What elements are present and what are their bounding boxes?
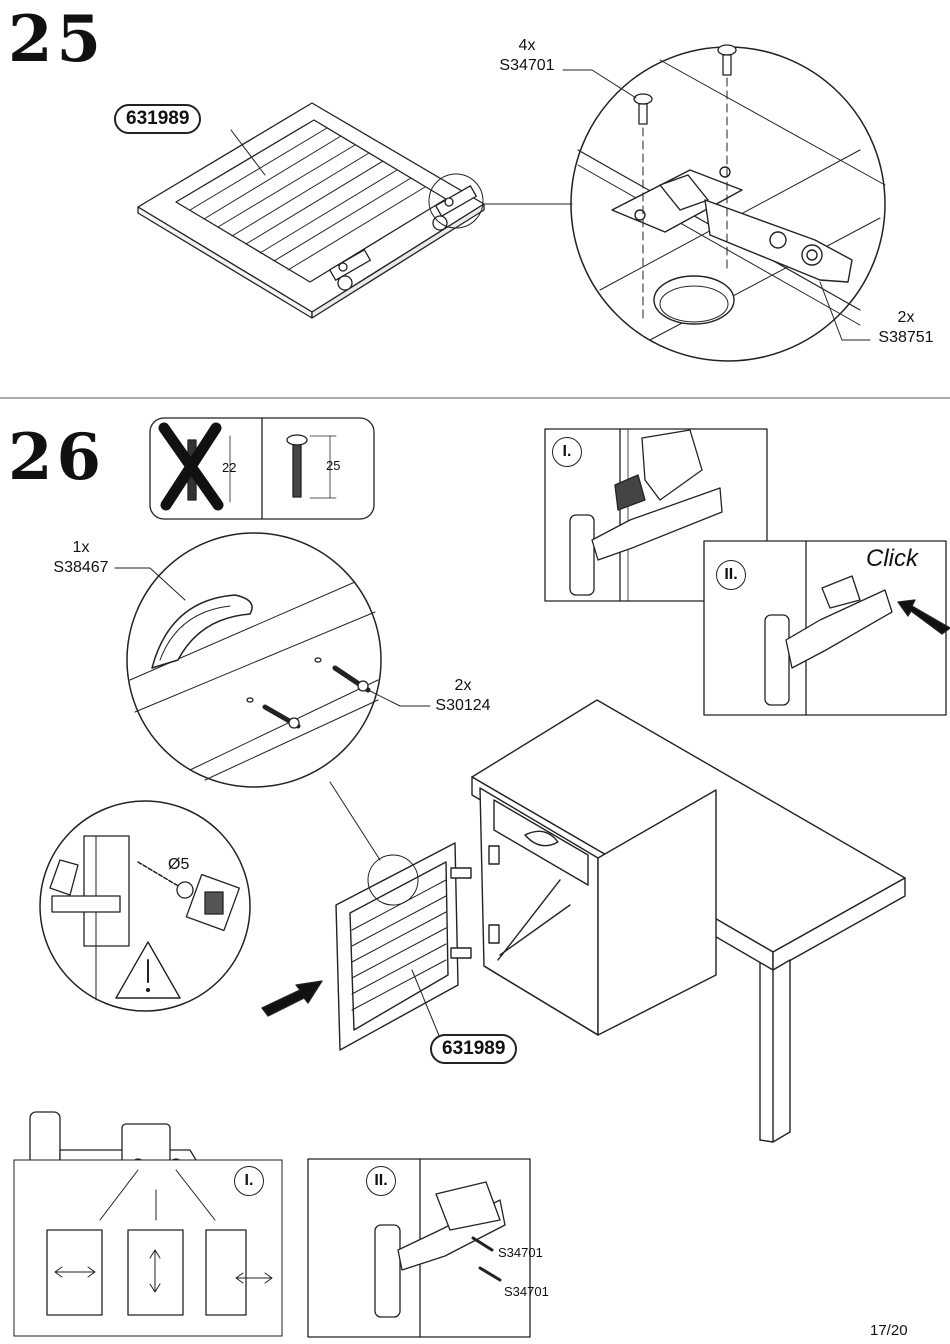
- hinge-code: S38751: [878, 329, 934, 346]
- handle-S38467: [151, 594, 253, 669]
- hinge-mount-drawing: [307, 1158, 531, 1338]
- push-arrow: [261, 980, 323, 1017]
- handle-code: S38467: [53, 559, 109, 576]
- push-arrow-click: [897, 599, 950, 635]
- desk: [471, 699, 906, 1143]
- wrong-bolt-length: 22: [222, 460, 237, 475]
- door-upright: [335, 842, 472, 1051]
- part-id-badge-26: 631989: [430, 1034, 518, 1064]
- mount-screw-label-a: S34701: [498, 1245, 543, 1260]
- mount-panel-marker: II.: [366, 1166, 396, 1196]
- cross-mark: [158, 422, 224, 511]
- hinge-callout: 2x S38751: [870, 308, 942, 348]
- hinge-adjust-drawing: [13, 1111, 283, 1337]
- hinge-bottom: [329, 249, 371, 281]
- handle-callout: 1x S38467: [44, 538, 118, 578]
- screw-S34701: [633, 93, 653, 125]
- screw-qty: 4x: [518, 37, 536, 54]
- drill: [137, 861, 240, 932]
- bolt-S30124-a: [332, 665, 371, 693]
- mount-screw-label-b: S34701: [504, 1284, 549, 1299]
- click-label: Click: [866, 545, 918, 572]
- hinge-top: [435, 185, 477, 217]
- page-number: 17/20: [870, 1322, 908, 1339]
- panel-I-marker: I.: [552, 437, 582, 467]
- drill-detail-circle: [39, 800, 251, 1012]
- screw-S34701-d: [478, 1266, 502, 1282]
- screw-S34701-c: [471, 1236, 494, 1252]
- adjust-panel-marker: I.: [234, 1166, 264, 1196]
- drill-diameter: Ø5: [168, 856, 190, 873]
- hinge-qty: 2x: [897, 309, 915, 326]
- handle-detail-circle: [114, 532, 431, 861]
- hinge-panel-II: [703, 540, 950, 716]
- step-26-number: 26: [8, 420, 106, 495]
- panel-II-marker: II.: [716, 560, 746, 590]
- bolt-S30124-b: [262, 704, 301, 729]
- screw-code: S34701: [499, 57, 555, 74]
- cabinet-hinge-plates: [488, 845, 500, 944]
- bolt-callout: 2x S30124: [428, 676, 498, 716]
- hinge-detail-circle: [483, 44, 886, 362]
- screw-callout: 4x S34701: [492, 36, 562, 76]
- correct-bolt: [286, 434, 308, 498]
- door-panel-flat: [137, 102, 485, 319]
- bolt-length-box: [149, 417, 375, 520]
- step-25-number: 25: [8, 2, 106, 77]
- bolt-qty: 2x: [454, 677, 472, 694]
- screw-S34701-b: [717, 44, 737, 76]
- correct-bolt-length: 25: [326, 458, 341, 473]
- bolt-code: S30124: [435, 697, 491, 714]
- adjust-side: [205, 1229, 247, 1316]
- hinge-cup: [611, 166, 853, 283]
- handle-qty: 1x: [72, 539, 90, 556]
- part-id-badge-25: 631989: [114, 104, 202, 134]
